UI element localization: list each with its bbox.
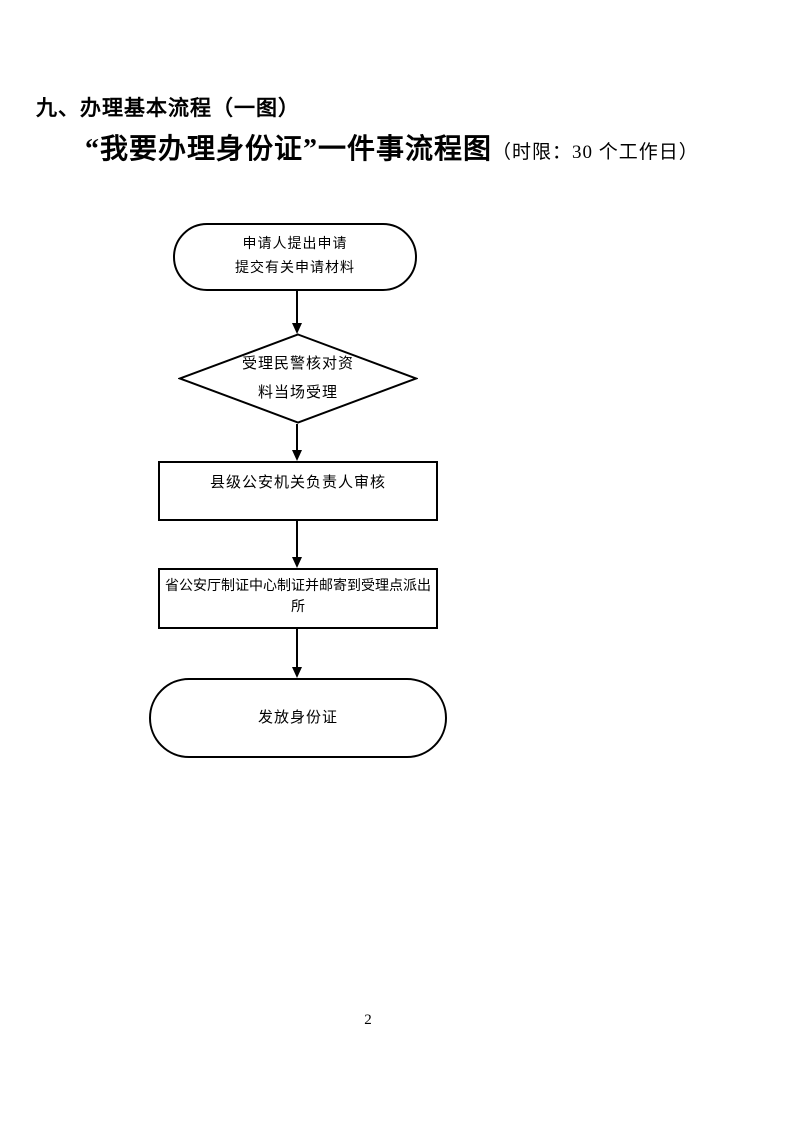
flow-node-issue-card-line-1: 发放身份证 [257, 710, 338, 726]
flow-node-county-review: 县级公安机关负责人审核 [158, 461, 438, 521]
flow-node-issue-card: 发放身份证 [149, 678, 447, 758]
flow-node-start-line-1: 申请人提出申请 [242, 237, 348, 252]
arrow-down-icon [292, 667, 302, 678]
arrow-down-icon [292, 323, 302, 334]
connector-arrow-4 [292, 629, 302, 678]
flow-node-decision-label: 受理民警核对资 料当场受理 [178, 333, 418, 424]
flowchart-title-main: “我要办理身份证”一件事流程图 [85, 134, 493, 165]
flow-node-decision-line-2: 料当场受理 [257, 384, 338, 401]
connector-arrow-3-shaft [296, 521, 298, 557]
diamond-shape [178, 333, 418, 424]
connector-arrow-2 [292, 424, 302, 461]
connector-arrow-3 [292, 521, 302, 568]
flow-node-county-review-line-1: 县级公安机关负责人审核 [209, 475, 386, 491]
flowchart-title: “我要办理身份证”一件事流程图（时限：30 个工作日） [85, 127, 699, 167]
arrow-down-icon [292, 450, 302, 461]
connector-arrow-1-shaft [296, 291, 298, 323]
flow-node-start-line-2: 提交有关申请材料 [235, 261, 355, 276]
connector-arrow-4-shaft [296, 629, 298, 667]
page-number: 2 [364, 1012, 372, 1028]
flow-node-provincial-mail: 省公安厅制证中心制证并邮寄到受理点派出 所 [158, 568, 438, 629]
connector-arrow-2-shaft [296, 424, 298, 450]
flow-node-start: 申请人提出申请 提交有关申请材料 [173, 223, 417, 291]
flow-node-provincial-mail-line-1: 省公安厅制证中心制证并邮寄到受理点派出 [165, 579, 431, 594]
flow-node-decision-line-1: 受理民警核对资 [241, 355, 354, 372]
section-heading: 九、办理基本流程（一图） [36, 96, 300, 120]
flow-node-decision: 受理民警核对资 料当场受理 [178, 333, 418, 424]
arrow-down-icon [292, 557, 302, 568]
connector-arrow-1 [292, 291, 302, 334]
flow-node-provincial-mail-line-2: 所 [291, 600, 305, 615]
flowchart-title-time-limit: （时限：30 个工作日） [492, 142, 699, 163]
